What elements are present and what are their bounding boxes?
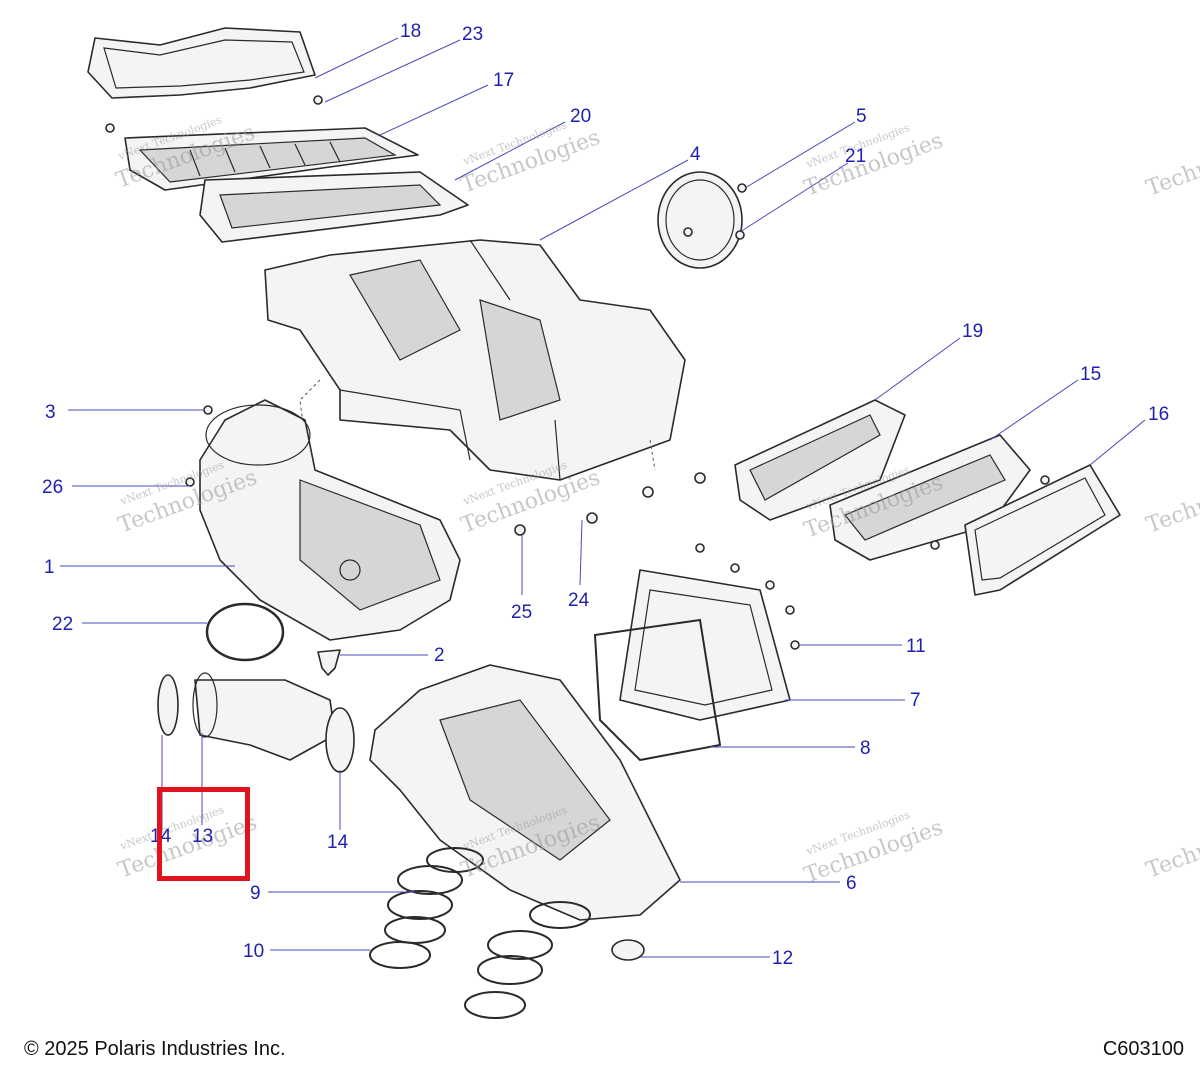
watermark: Technologies [1143,810,1200,883]
watermark-text: Technologies [1143,465,1200,538]
callout-21: 21 [845,146,866,167]
fasteners [105,95,1050,650]
callout-6: 6 [846,873,857,894]
drawing-number: C603100 [1102,1038,1184,1060]
part-13-hose [192,672,336,761]
part-12-plug [611,939,645,961]
callout-11: 11 [906,636,926,657]
callout-14-right: 14 [327,832,349,853]
callout-26: 26 [42,477,63,498]
watermark-text: Technologies [1143,128,1200,201]
copyright-text: © 2025 Polaris Industries Inc. [24,1038,286,1060]
watermark-text: Technologies [1143,810,1200,883]
callout-18: 18 [400,21,421,42]
part-4-airbox-cover [264,239,686,481]
part-1-intake-duct [199,399,461,641]
part-20-filter-element [199,171,469,243]
callout-22: 22 [52,614,73,635]
watermark: Technologies [1143,465,1200,538]
callout-4: 4 [690,144,701,165]
callout-16: 16 [1148,404,1169,425]
callout-19: 19 [962,321,983,342]
leader-lines [60,37,1146,958]
watermark: vNext Technologies Technologies [801,121,946,201]
part-5-disk-gasket [657,171,743,269]
callout-20: 20 [570,106,591,127]
callout-13: 13 [192,826,213,847]
part-17-filter-frame [124,127,419,191]
part-18-gasket [87,27,316,99]
part-8-gasket [593,618,722,762]
callout-3: 3 [45,402,56,423]
part-14-seal-left [157,674,179,736]
watermark: vNext Technologies Technologies [801,808,946,888]
part-2-fitting [317,649,341,676]
part-16-gasket [964,464,1121,596]
part-10-clamp [369,901,591,1019]
watermark: Technologies [1143,128,1200,201]
part-22-clamp [205,602,285,662]
callout-25: 25 [511,602,532,623]
part-14-seal-right [325,707,355,773]
callout-15: 15 [1080,364,1101,385]
callout-10: 10 [243,941,264,962]
callout-17: 17 [493,70,514,91]
callout-9: 9 [250,883,261,904]
callout-24: 24 [568,590,590,611]
callout-8: 8 [860,738,871,759]
part-6-airbox-base [369,664,681,921]
callout-7: 7 [910,690,921,711]
callout-12: 12 [772,948,793,969]
callout-5: 5 [856,106,867,127]
callout-1: 1 [44,557,55,578]
callout-2: 2 [434,645,445,666]
callout-23: 23 [462,24,483,45]
selected-part-highlight [157,787,250,881]
callout-numbers: 18 23 17 20 4 5 21 19 15 16 3 26 1 22 2 … [42,21,1169,969]
